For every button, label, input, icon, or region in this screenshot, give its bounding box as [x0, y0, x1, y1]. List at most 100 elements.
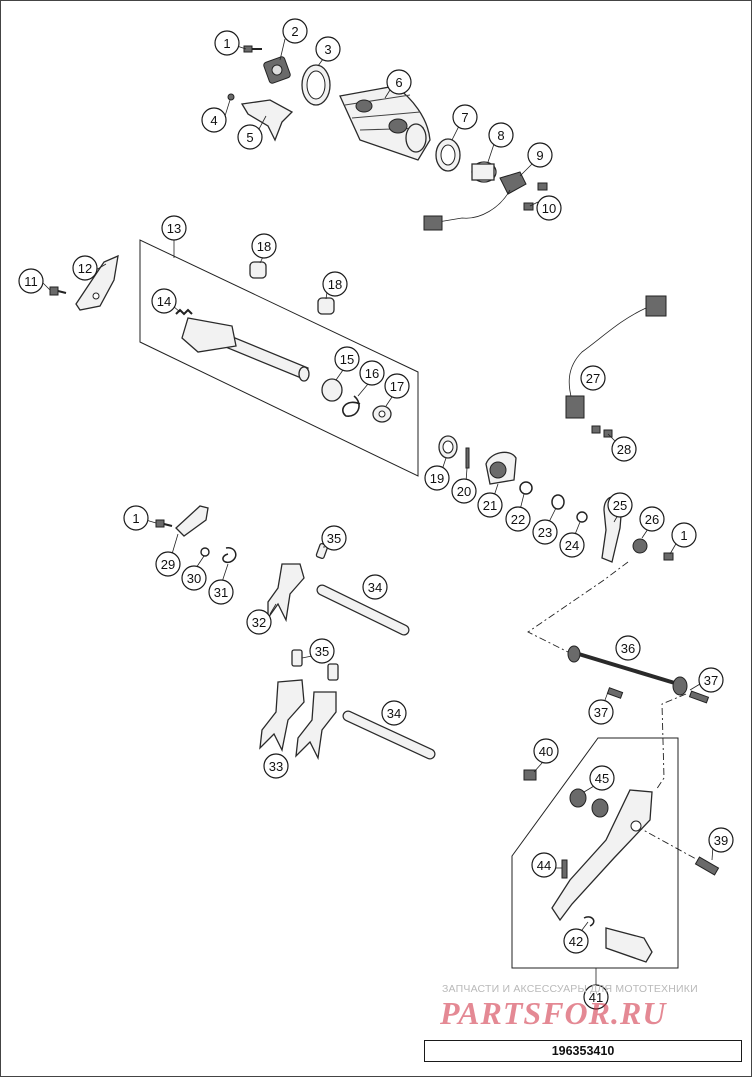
- callout-number: 20: [457, 484, 471, 499]
- callout-number: 27: [586, 371, 600, 386]
- callout-20: 20: [451, 478, 477, 504]
- callout-16: 16: [359, 360, 385, 386]
- callout-32: 32: [246, 609, 272, 635]
- selector-group: [438, 435, 678, 563]
- callout-number: 6: [395, 75, 402, 90]
- callout-number: 31: [214, 585, 228, 600]
- callout-number: 19: [430, 471, 444, 486]
- callout-number: 10: [542, 201, 556, 216]
- sensor-cable-group: [565, 295, 667, 442]
- callout-number: 44: [537, 858, 551, 873]
- callout-42: 42: [563, 928, 589, 954]
- callout-9: 9: [527, 142, 553, 168]
- callout-number: 28: [617, 442, 631, 457]
- callout-number: 7: [461, 110, 468, 125]
- callout-number: 32: [252, 615, 266, 630]
- callout-13: 13: [161, 215, 187, 241]
- callout-7: 7: [452, 104, 478, 130]
- shift-shaft-group: [139, 239, 419, 477]
- callout-44: 44: [531, 852, 557, 878]
- callout-number: 35: [315, 644, 329, 659]
- callout-number: 37: [704, 673, 718, 688]
- callout-number: 18: [257, 239, 271, 254]
- detent-group: [145, 505, 237, 583]
- callout-35: 35: [309, 638, 335, 664]
- callout-11: 11: [18, 268, 44, 294]
- callout-18: 18: [251, 233, 277, 259]
- callout-number: 23: [538, 525, 552, 540]
- callout-4: 4: [201, 107, 227, 133]
- callout-number: 33: [269, 759, 283, 774]
- callout-8: 8: [488, 122, 514, 148]
- bracket-group: [41, 254, 119, 311]
- callout-number: 17: [390, 379, 404, 394]
- callout-number: 11: [24, 274, 38, 289]
- callout-layer: 1234567891011121318181415161727281920212…: [18, 18, 734, 1010]
- callout-21: 21: [477, 492, 503, 518]
- callout-number: 5: [246, 130, 253, 145]
- callout-1: 1: [671, 522, 697, 548]
- callout-number: 41: [589, 990, 603, 1005]
- shift-drum-group: [224, 38, 548, 231]
- callout-24: 24: [559, 532, 585, 558]
- callout-37: 37: [588, 699, 614, 725]
- callout-25: 25: [607, 492, 633, 518]
- callout-41: 41: [583, 984, 609, 1010]
- callout-10: 10: [536, 195, 562, 221]
- shift-forks-group: [259, 542, 436, 761]
- callout-number: 39: [714, 833, 728, 848]
- callout-number: 24: [565, 538, 579, 553]
- callout-23: 23: [532, 519, 558, 545]
- callout-number: 30: [187, 571, 201, 586]
- callout-36: 36: [615, 635, 641, 661]
- callout-14: 14: [151, 288, 177, 314]
- callout-number: 34: [368, 580, 382, 595]
- callout-40: 40: [533, 738, 559, 764]
- callout-39: 39: [708, 827, 734, 853]
- callout-26: 26: [639, 506, 665, 532]
- callout-number: 40: [539, 744, 553, 759]
- callout-number: 25: [613, 498, 627, 513]
- callout-number: 18: [328, 277, 342, 292]
- watermark-caption: ЗАПЧАСТИ И АКСЕССУАРЫ ДЛЯ МОТОТЕХНИКИ: [442, 983, 698, 995]
- callout-19: 19: [424, 465, 450, 491]
- callout-number: 1: [132, 511, 139, 526]
- callout-45: 45: [589, 765, 615, 791]
- callout-number: 9: [536, 148, 543, 163]
- callout-number: 34: [387, 706, 401, 721]
- callout-number: 1: [223, 36, 230, 51]
- callout-34: 34: [362, 574, 388, 600]
- callout-number: 4: [210, 113, 217, 128]
- callout-1: 1: [214, 30, 240, 56]
- callout-27: 27: [580, 365, 606, 391]
- callout-number: 2: [291, 24, 298, 39]
- callout-37: 37: [698, 667, 724, 693]
- callout-28: 28: [611, 436, 637, 462]
- callout-number: 26: [645, 512, 659, 527]
- callout-number: 29: [161, 557, 175, 572]
- callout-22: 22: [505, 506, 531, 532]
- callout-5: 5: [237, 124, 263, 150]
- callout-2: 2: [282, 18, 308, 44]
- callout-number: 1: [680, 528, 687, 543]
- callout-number: 15: [340, 352, 354, 367]
- diagram-id-label: 196353410: [424, 1040, 742, 1062]
- callout-number: 13: [167, 221, 181, 236]
- callout-number: 45: [595, 771, 609, 786]
- callout-6: 6: [386, 69, 412, 95]
- shift-lever-group: [511, 737, 720, 985]
- callout-1: 1: [123, 505, 149, 531]
- callout-number: 36: [621, 641, 635, 656]
- callout-number: 3: [324, 42, 331, 57]
- callout-number: 21: [483, 498, 497, 513]
- callout-34: 34: [381, 700, 407, 726]
- callout-number: 12: [78, 261, 92, 276]
- callout-15: 15: [334, 346, 360, 372]
- callout-number: 14: [157, 294, 171, 309]
- callout-29: 29: [155, 551, 181, 577]
- callout-31: 31: [208, 579, 234, 605]
- callout-30: 30: [181, 565, 207, 591]
